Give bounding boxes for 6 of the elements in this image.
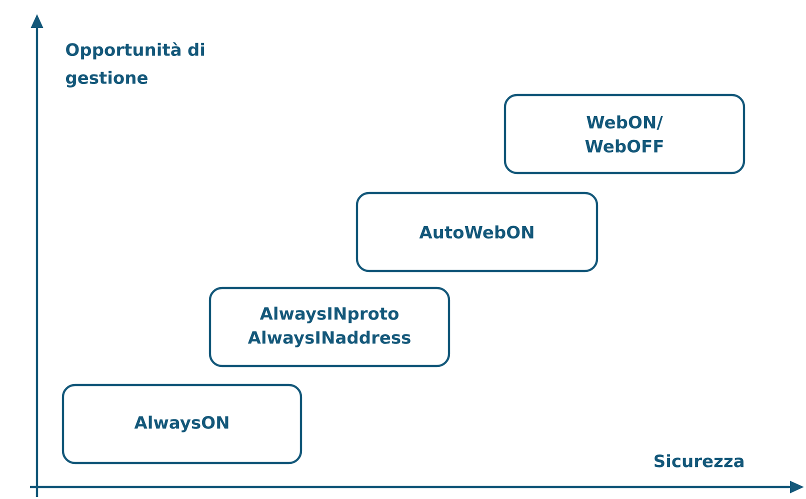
axis-label: Sicurezza xyxy=(654,454,744,468)
mode-box: AutoWebON xyxy=(356,192,598,272)
mode-box: AlwaysON xyxy=(62,384,302,464)
axis-label: Opportunità di gestione xyxy=(66,42,204,88)
mode-box: AlwaysINproto AlwaysINaddress xyxy=(208,286,450,368)
mode-box: WebON/ WebOFF xyxy=(504,94,746,174)
